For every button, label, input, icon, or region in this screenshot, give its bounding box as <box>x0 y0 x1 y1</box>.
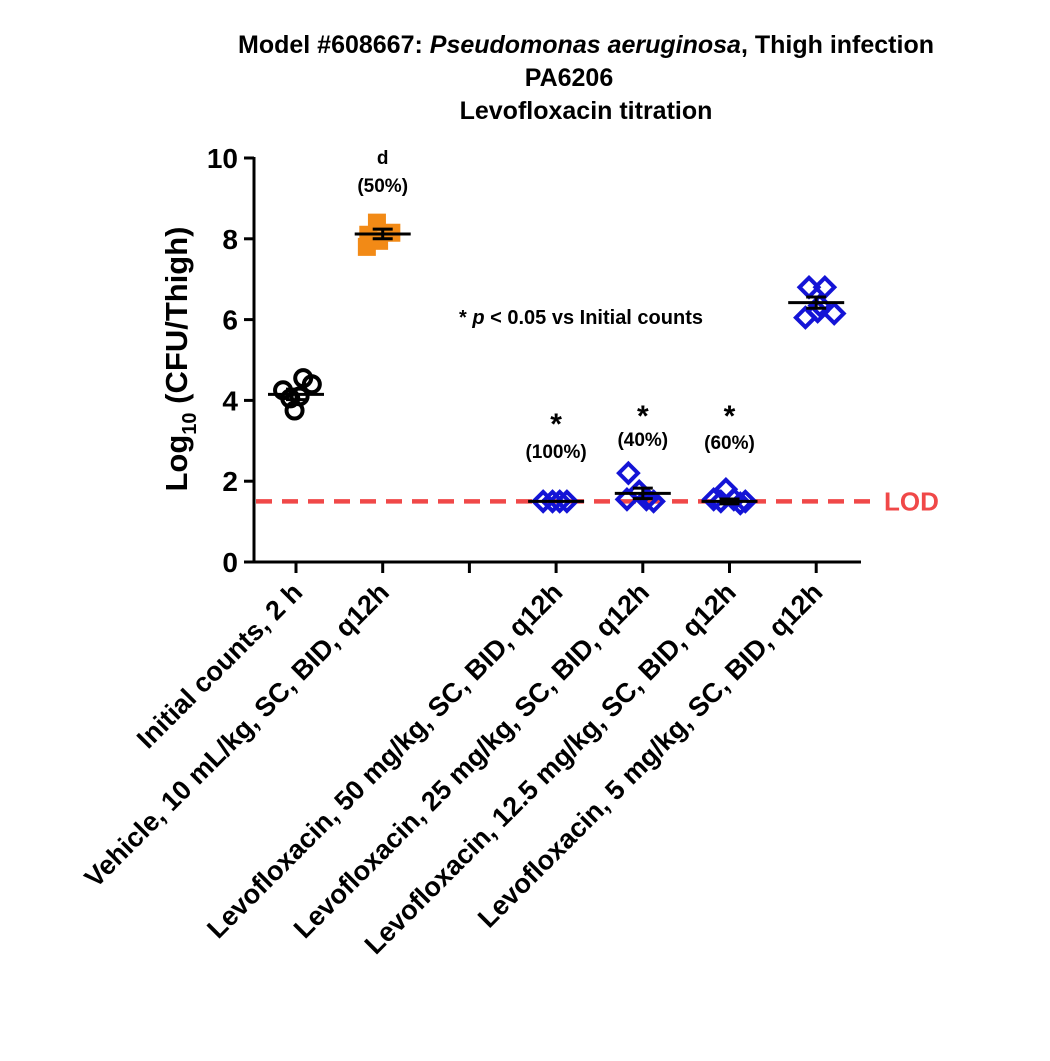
title-organism: Pseudomonas aeruginosa <box>429 31 741 59</box>
group-annotation: (100%) <box>525 442 586 463</box>
group-annotation: * <box>550 408 562 441</box>
x-tick-label: Initial counts, 2 h <box>131 577 308 754</box>
group-annotation: * <box>724 400 736 433</box>
note-star: * <box>459 307 472 329</box>
chart-title-line-3: Levofloxacin titration <box>459 97 713 125</box>
title-suffix: , Thigh infection <box>740 31 934 59</box>
chart-title-line-2: PA6206 <box>524 64 614 92</box>
y-tick-label: 0 <box>222 547 238 578</box>
x-tick-label: Vehicle, 10 mL/kg, SC, BID, q12h <box>79 577 395 893</box>
note-text: < 0.05 vs Initial counts <box>485 307 703 329</box>
data-point-diamond <box>616 460 641 486</box>
data-point-diamond <box>554 489 580 514</box>
data-point-square <box>367 213 386 232</box>
data-point-diamond <box>530 489 556 514</box>
data-point-circle <box>301 374 322 395</box>
y-tick-label: 2 <box>222 466 238 497</box>
x-tick-label: Levofloxacin, 12.5 mg/kg, SC, BID, q12h <box>359 577 742 960</box>
group-annotation: (60%) <box>704 433 755 454</box>
y-tick-label: 6 <box>222 305 238 336</box>
group-annotation: (50%) <box>357 176 408 197</box>
y-tick-label: 10 <box>207 143 238 174</box>
group-annotation: * <box>637 400 649 433</box>
significance-note: * p < 0.05 vs Initial counts <box>459 307 703 329</box>
y-axis-title: Log10 (CFU/Thigh) <box>159 226 201 491</box>
y-tick-label: 4 <box>222 385 238 416</box>
y-axis-title-sub: 10 <box>179 412 201 434</box>
group-annotation: d <box>377 148 389 169</box>
data-point-diamond <box>634 487 659 512</box>
lod-label: LOD <box>884 486 939 516</box>
y-axis-title-main: Log <box>159 435 194 492</box>
note-p: p <box>471 307 484 329</box>
group-annotation: (40%) <box>617 430 668 451</box>
y-axis-title-rest: (CFU/Thigh) <box>159 226 194 412</box>
data-point-diamond <box>547 489 573 514</box>
y-tick-label: 8 <box>222 224 238 255</box>
title-prefix: Model #608667: <box>238 31 430 59</box>
chart-title-line-1: Model #608667: Pseudomonas aeruginosa, T… <box>0 31 1050 60</box>
data-point-diamond <box>701 487 726 512</box>
